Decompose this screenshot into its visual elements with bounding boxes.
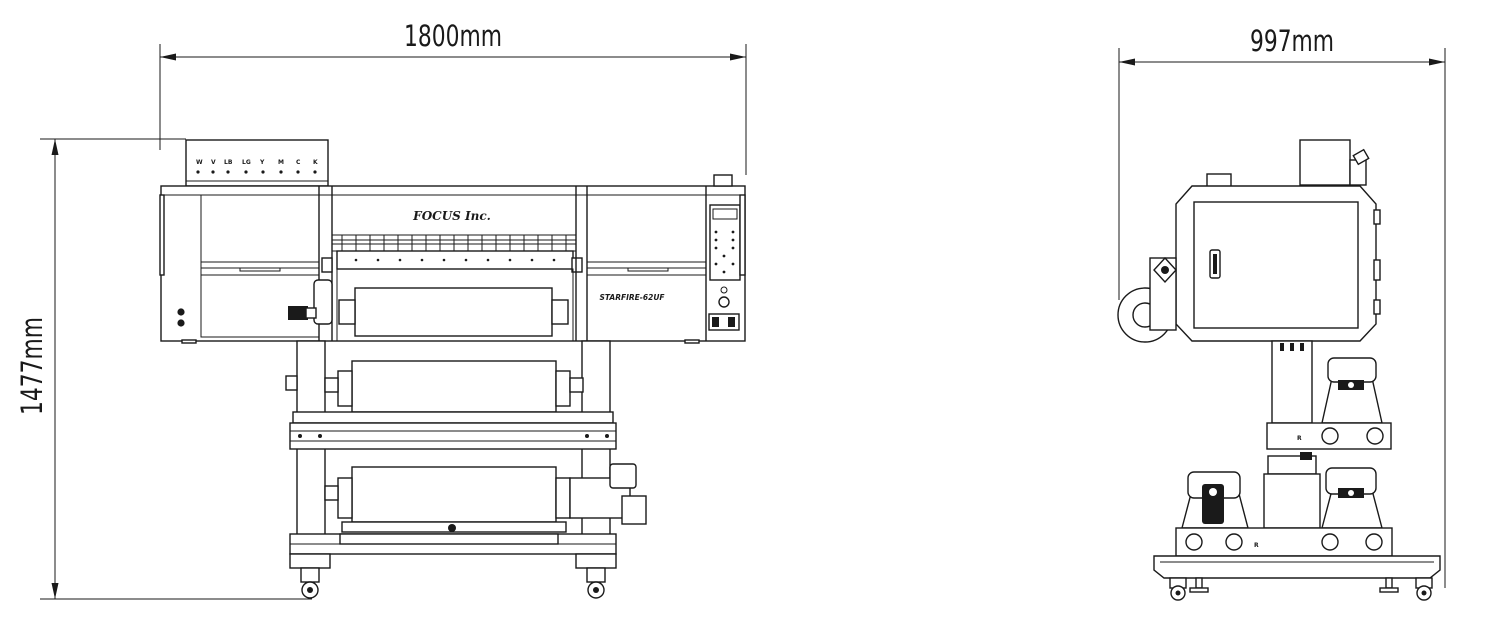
svg-text:K: K — [313, 159, 318, 166]
svg-text:Y: Y — [259, 159, 265, 166]
side-width-label: 997mm — [1250, 24, 1334, 58]
printer-front-view: W V LB LG Y M C K FOCUS I — [159, 139, 746, 599]
printer-side-view: R R — [1117, 139, 1441, 601]
front-width-label: 1800mm — [404, 19, 502, 53]
front-width-dimension: 1800mm — [159, 19, 747, 175]
height-dimension: 1477mm — [15, 138, 312, 600]
svg-text:LB: LB — [224, 159, 233, 166]
height-label: 1477mm — [15, 317, 49, 415]
roller-label-lower: R — [1254, 542, 1259, 549]
svg-text:C: C — [296, 159, 301, 166]
brand-logo: FOCUS Inc. — [412, 209, 491, 223]
model-label: STARFIRE-62UF — [599, 293, 665, 302]
svg-text:W: W — [196, 159, 203, 166]
svg-text:M: M — [278, 159, 284, 166]
roller-label-upper: R — [1297, 435, 1302, 442]
side-width-dimension: 997mm — [1118, 24, 1446, 588]
svg-text:V: V — [211, 159, 216, 166]
svg-text:LG: LG — [242, 159, 251, 166]
ink-channel-labels: W V LB LG Y M C K — [196, 159, 318, 166]
